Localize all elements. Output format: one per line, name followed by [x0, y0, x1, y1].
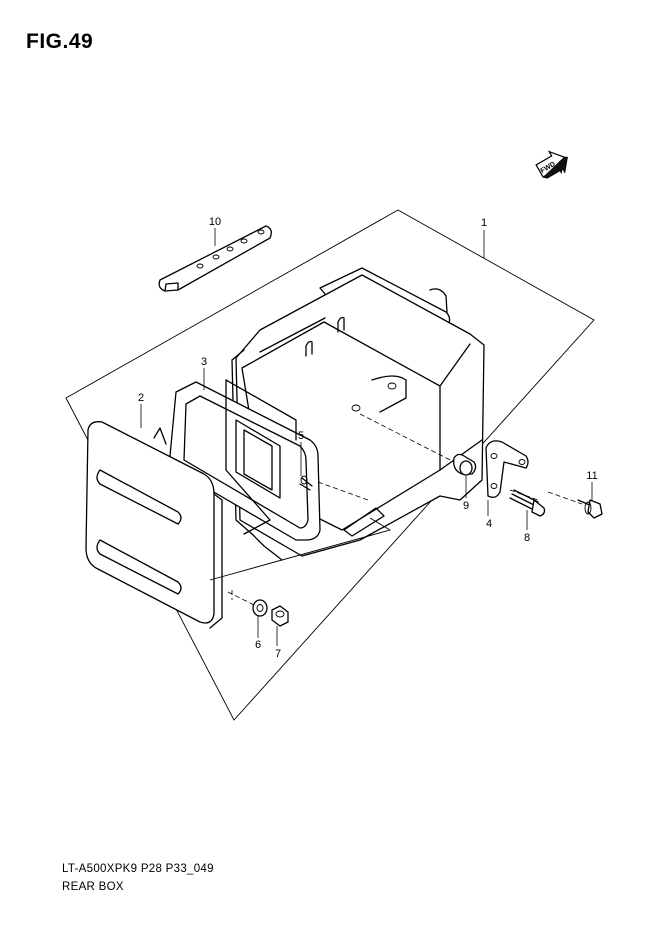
callout-9: 9	[463, 500, 469, 512]
figure-caption: REAR BOX	[62, 881, 124, 893]
part-9-grommet	[453, 453, 477, 476]
callout-2: 2	[138, 392, 144, 404]
callout-5: 5	[298, 430, 304, 442]
part-4-bracket	[485, 440, 529, 498]
part-6-washer	[252, 599, 268, 617]
callout-10: 10	[209, 216, 221, 228]
callout-3: 3	[201, 356, 207, 368]
callout-1: 1	[481, 217, 487, 229]
part-5-bolt	[299, 475, 313, 491]
callout-7: 7	[275, 648, 281, 660]
figure-title: FIG.49	[26, 30, 94, 53]
part-10-mounting-strip	[158, 225, 272, 292]
callout-11: 11	[586, 470, 597, 482]
callout-4: 4	[486, 518, 492, 530]
assembly-boundary	[65, 209, 595, 721]
part-2-cover	[85, 421, 223, 629]
part-3-gasket	[168, 379, 321, 541]
callout-8: 8	[524, 532, 530, 544]
part-7-nut	[271, 605, 289, 627]
forward-arrow-icon: FWD	[535, 150, 568, 179]
part-8-screw	[509, 489, 546, 517]
model-code: LT-A500XPK9 P28 P33_049	[62, 863, 214, 875]
part-11-flange-bolt	[577, 499, 603, 519]
callout-6: 6	[255, 639, 261, 651]
